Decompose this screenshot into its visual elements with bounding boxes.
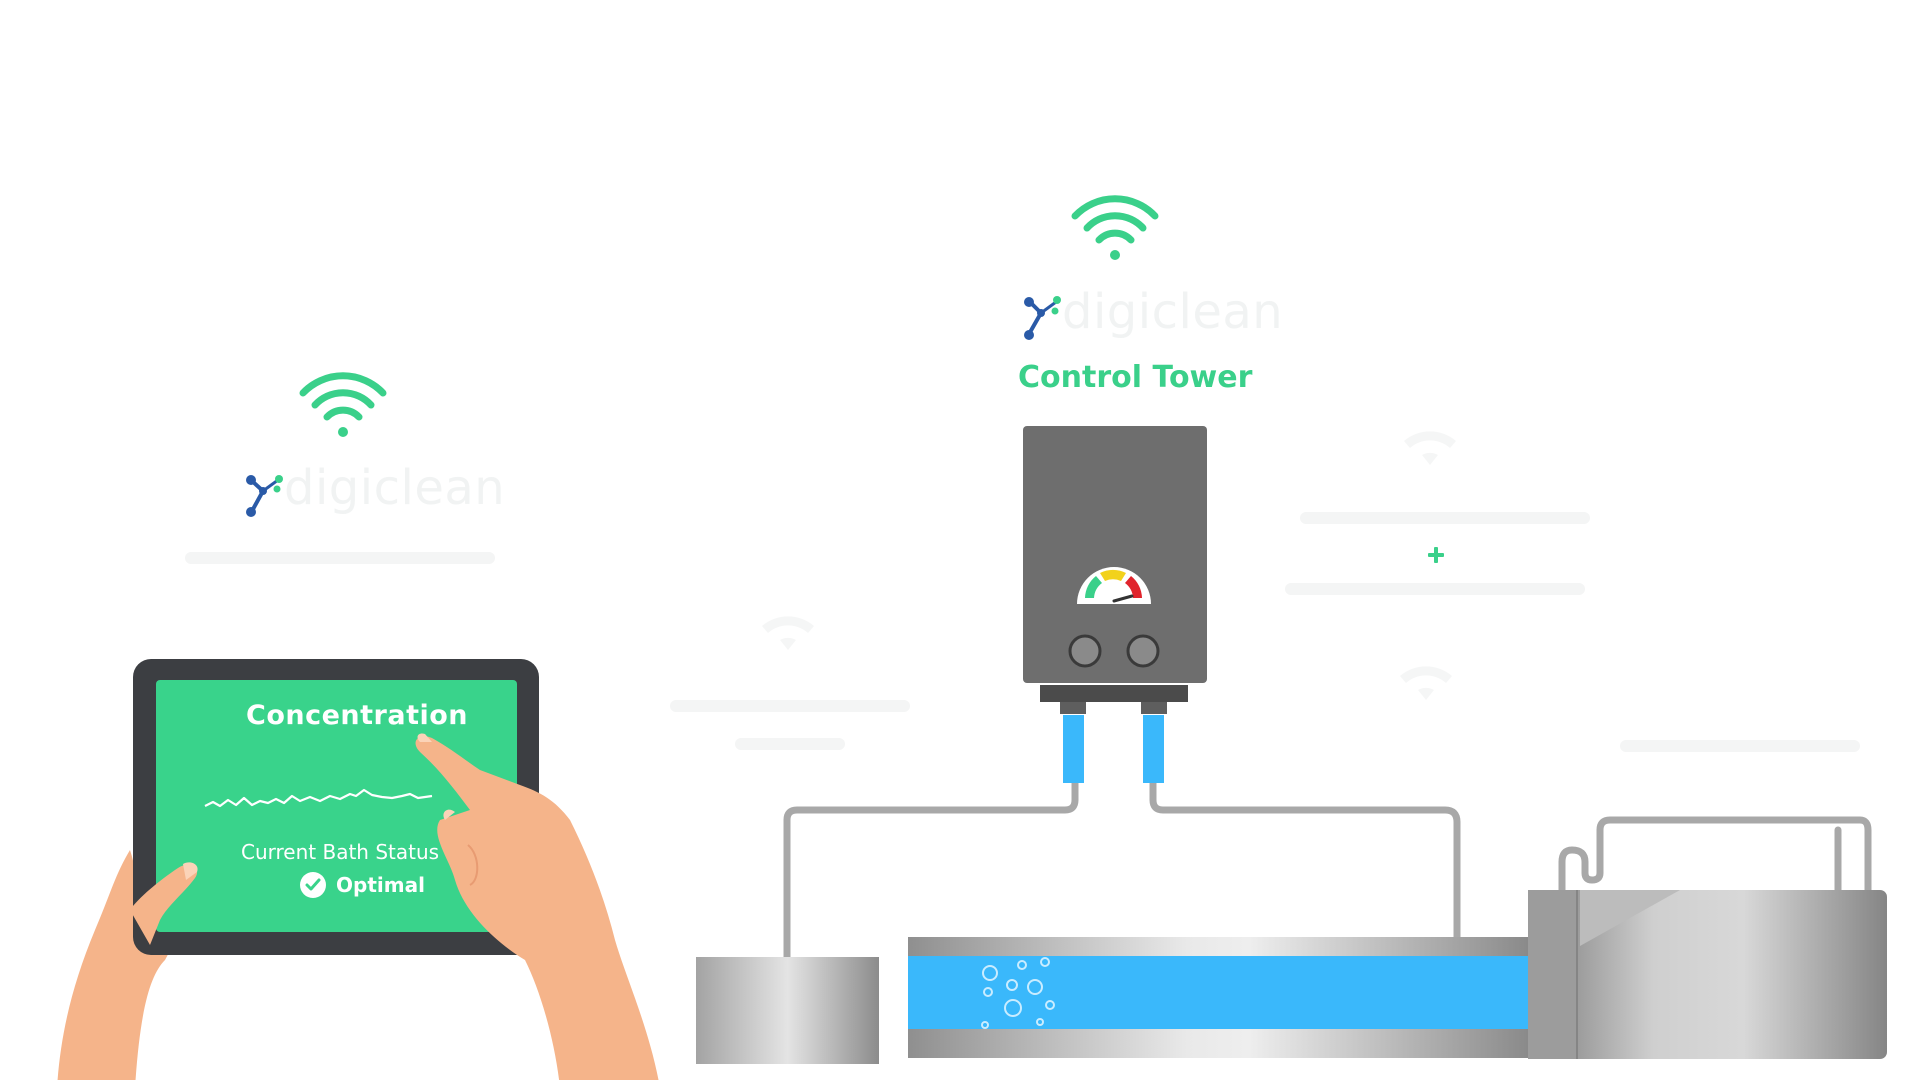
- check-circle-icon: [300, 872, 326, 898]
- faint-wifi-icon: [1404, 431, 1456, 465]
- left-thumb: [130, 864, 198, 945]
- brand-logo-text: digiclean: [1062, 284, 1284, 340]
- knob-left: [1068, 634, 1102, 668]
- bath-status-row: Optimal: [300, 872, 425, 898]
- wifi-icon: [299, 372, 387, 437]
- large-rinse-tank: [1528, 890, 1887, 1059]
- bubbles-icon: [981, 957, 1055, 1029]
- concentration-trend-line: [204, 788, 433, 808]
- right-hand: [415, 736, 660, 1084]
- plus-icon: [1428, 547, 1444, 563]
- bath-status-value: Optimal: [336, 873, 425, 897]
- brand-logo-text: digiclean: [284, 460, 506, 516]
- tablet-scene: Concentration Current Bath Status Optima…: [0, 640, 700, 1084]
- long-bath-tank: [908, 937, 1528, 1058]
- tablet-title: Concentration: [246, 700, 468, 731]
- faint-wifi-icon: [762, 616, 814, 650]
- bath-status-label: Current Bath Status: [241, 840, 440, 864]
- faint-wifi-icon: [1400, 666, 1452, 700]
- control-tower-title: Control Tower: [1018, 360, 1253, 395]
- gauge-icon: [1077, 567, 1151, 604]
- digiclean-logo-mark: [246, 475, 283, 517]
- pipes: [783, 778, 1872, 962]
- wifi-icon: [1071, 195, 1159, 260]
- small-tank: [696, 957, 879, 1064]
- knob-right: [1126, 634, 1160, 668]
- digiclean-logo-mark: [1024, 296, 1061, 340]
- left-hand: [57, 850, 180, 1084]
- faint-text-lines: [185, 512, 1860, 752]
- control-tower-device: [1023, 426, 1207, 783]
